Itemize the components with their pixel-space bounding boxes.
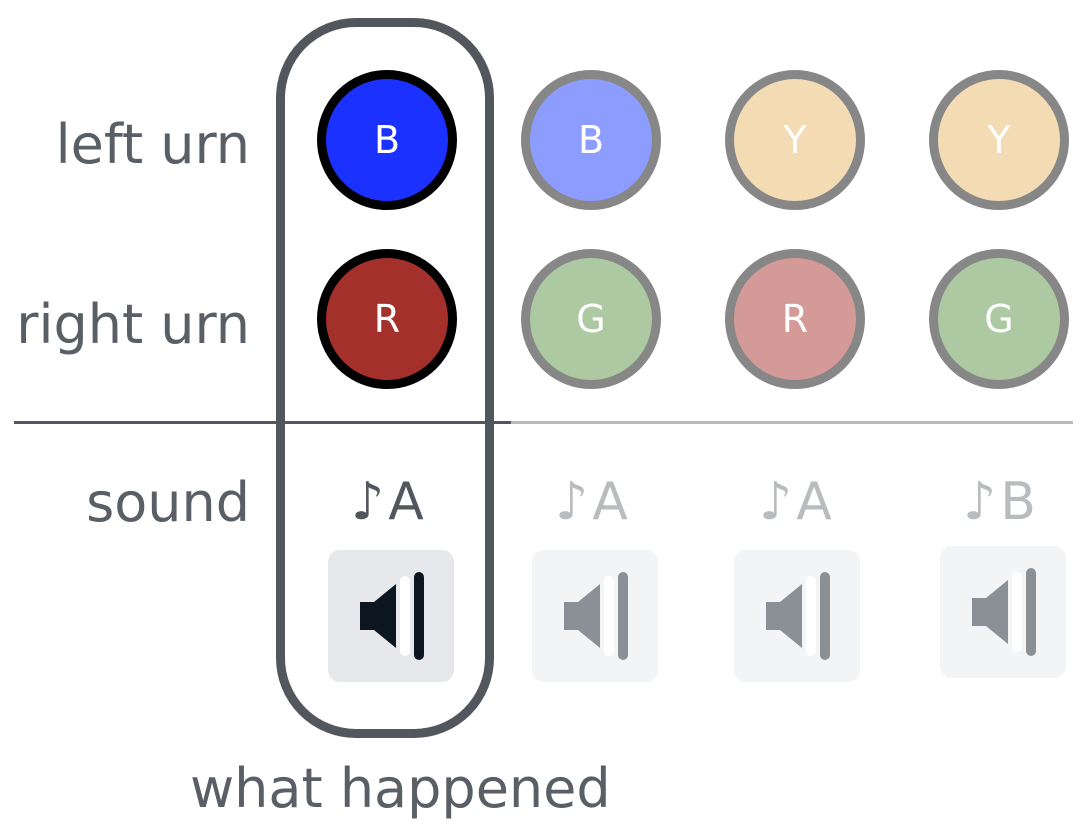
row-label-right-urn: right urn xyxy=(16,293,250,356)
sound-label: ♪A xyxy=(351,476,424,528)
right-urn-ball: G xyxy=(521,249,661,389)
play-sound-button[interactable] xyxy=(734,550,860,682)
right-urn-ball: R xyxy=(725,249,865,389)
speaker-icon xyxy=(972,568,1036,656)
speaker-icon xyxy=(766,572,830,660)
sound-letter: A xyxy=(388,472,424,532)
speaker-icon xyxy=(360,572,424,660)
sound-label: ♪B xyxy=(963,476,1036,528)
row-label-left-urn: left urn xyxy=(55,113,250,176)
music-note-icon: ♪ xyxy=(351,472,385,532)
speaker-icon xyxy=(564,572,628,660)
sound-letter: B xyxy=(1000,472,1036,532)
music-note-icon: ♪ xyxy=(555,472,589,532)
divider-line-dark xyxy=(14,421,511,424)
music-note-icon: ♪ xyxy=(759,472,793,532)
left-urn-ball: B xyxy=(521,70,661,210)
sound-label: ♪A xyxy=(759,476,832,528)
right-urn-ball: G xyxy=(929,249,1069,389)
what-happened-highlight xyxy=(276,18,494,738)
sound-label: ♪A xyxy=(555,476,628,528)
row-label-sound: sound xyxy=(86,471,250,534)
sound-letter: A xyxy=(592,472,628,532)
play-sound-button[interactable] xyxy=(532,550,658,682)
caption-what-happened: what happened xyxy=(190,757,611,820)
left-urn-ball: Y xyxy=(725,70,865,210)
divider-line-light xyxy=(511,421,1073,424)
music-note-icon: ♪ xyxy=(963,472,997,532)
left-urn-ball: Y xyxy=(929,70,1069,210)
right-urn-ball: R xyxy=(317,249,457,389)
play-sound-button[interactable] xyxy=(940,546,1066,678)
sound-letter: A xyxy=(796,472,832,532)
